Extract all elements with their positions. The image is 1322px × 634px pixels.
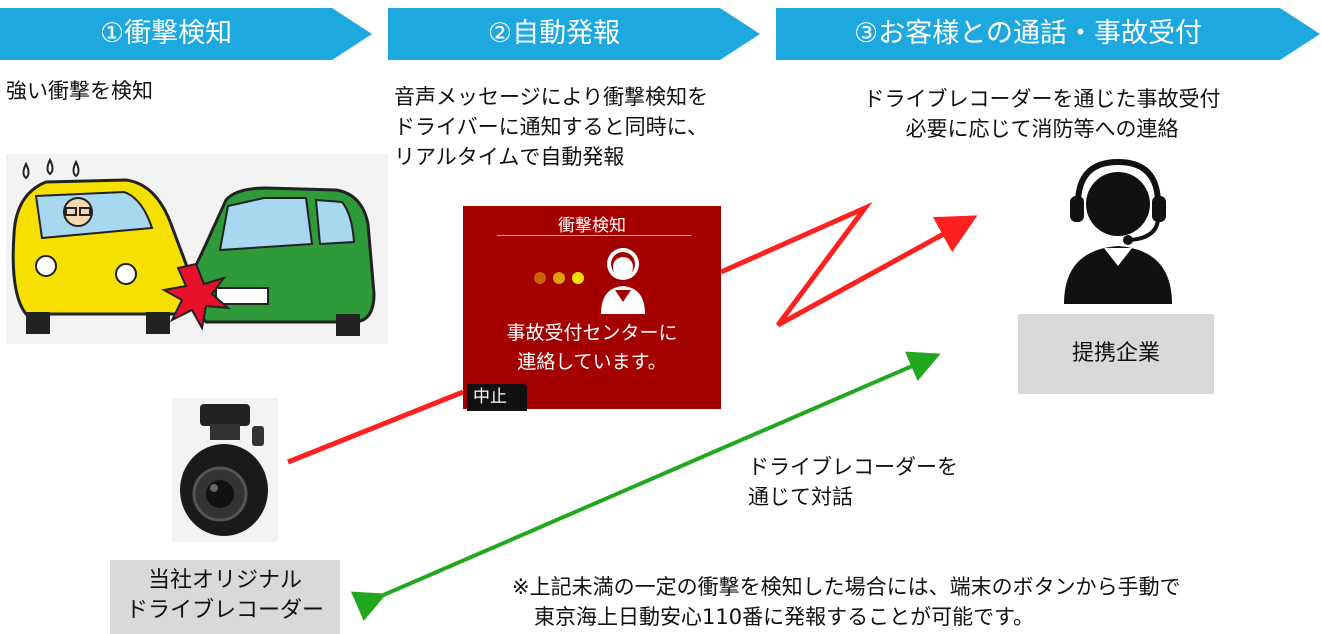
stop-button[interactable]: 中止	[467, 384, 527, 411]
recorder-label-line: 当社オリジナル	[147, 568, 302, 593]
footnote-line: 東京海上日動安心110番に発報することが可能です。	[534, 605, 1034, 629]
footnote-line: ※上記未満の一定の衝撃を検知した場合には、端末のボタンから手動で	[512, 575, 1181, 599]
step-banner-shape	[0, 8, 372, 60]
screen-message-line: 事故受付センターに	[506, 322, 678, 344]
step3-line: 必要に応じて消防等への連絡	[905, 117, 1179, 141]
step-banner-3: ③お客様との通話・事故受付	[776, 8, 1320, 60]
status-dot	[572, 272, 584, 284]
step2-text: 音声メッセージにより衝撃検知を ドライバーに通知すると同時に、 リアルタイムで自…	[394, 82, 708, 172]
step3-text: ドライブレコーダーを通じた事故受付 必要に応じて消防等への連絡	[832, 84, 1252, 144]
status-dot	[553, 272, 565, 284]
screen-to-partner-arrow	[719, 201, 978, 328]
screen-divider	[497, 235, 691, 236]
operator-headset-icon	[1064, 158, 1172, 304]
car-crash-illustration	[6, 154, 388, 344]
operator-icon	[601, 248, 645, 314]
screen-message-line: 連絡しています。	[517, 351, 667, 373]
step-label: ③お客様との通話・事故受付	[854, 18, 1202, 49]
step-banner-2: ②自動発報	[388, 8, 760, 60]
step2-line: 音声メッセージにより衝撃検知を	[394, 85, 709, 109]
dialog-text: ドライブレコーダーを 通じて対話	[748, 452, 958, 512]
step-label: ①衝撃検知	[99, 18, 233, 49]
partner-label: 提携企業	[1018, 314, 1214, 394]
two-way-dialog-arrow	[350, 351, 941, 622]
screen-title: 衝撃検知	[558, 216, 626, 236]
screen-message: 事故受付センターに 連絡しています。	[463, 319, 721, 377]
step1-text: 強い衝撃を検知	[6, 79, 153, 103]
dashcam-alert-screen: 衝撃検知 事故受付センターに 連絡しています。 中止	[463, 206, 721, 411]
partner-label-text: 提携企業	[1071, 341, 1160, 366]
step-label: ②自動発報	[487, 18, 621, 49]
step-banner-1: ①衝撃検知	[0, 8, 372, 60]
step-banner-shape	[776, 8, 1320, 60]
dialog-line: ドライブレコーダーを	[748, 455, 958, 479]
dialog-line: 通じて対話	[748, 485, 853, 509]
status-dot	[534, 272, 546, 284]
step-banner-shape	[388, 8, 760, 60]
step2-line: ドライバーに通知すると同時に、	[394, 115, 708, 139]
dashcam-to-screen-arrow	[287, 389, 464, 465]
recorder-label-line: ドライブレコーダー	[125, 598, 324, 623]
step2-line: リアルタイムで自動発報	[394, 145, 625, 169]
recorder-label: 当社オリジナル ドライブレコーダー	[110, 560, 340, 634]
dashcam-icon	[172, 398, 278, 542]
step3-line: ドライブレコーダーを通じた事故受付	[863, 87, 1221, 111]
footnote: ※上記未満の一定の衝撃を検知した場合には、端末のボタンから手動で 東京海上日動安…	[512, 572, 1181, 632]
